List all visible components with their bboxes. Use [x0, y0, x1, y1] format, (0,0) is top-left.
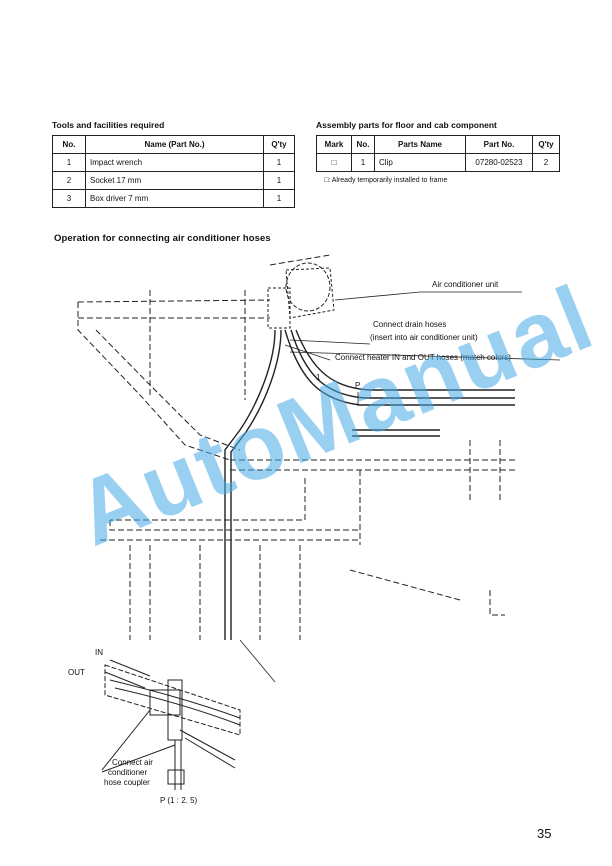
tools-table: No. Name (Part No.) Q'ty 1 Impact wrench…	[52, 135, 295, 208]
tools-cell-qty: 1	[263, 189, 295, 208]
callout-leaders	[239, 291, 561, 683]
assembly-table: Mark No. Parts Name Part No. Q'ty □ 1 Cl…	[316, 135, 560, 172]
assembly-cell-mark: □	[316, 153, 352, 172]
assembly-table-header-row: Mark No. Parts Name Part No. Q'ty	[316, 135, 560, 154]
assembly-table-title: Assembly parts for floor and cab compone…	[316, 120, 497, 130]
callout-p-mark: P	[355, 381, 361, 390]
callout-coupler-line1: Connect air	[112, 758, 153, 767]
tools-cell-qty: 1	[263, 171, 295, 190]
page-number: 35	[537, 826, 552, 841]
assembly-cell-qty: 2	[532, 153, 560, 172]
callout-coupler-line2: conditioner	[108, 768, 148, 777]
table-row: 3 Box driver 7 mm 1	[52, 189, 295, 208]
assembly-cell-partno: 07280-02523	[465, 153, 533, 172]
callout-out: OUT	[68, 668, 85, 677]
detail-view-p	[101, 659, 241, 790]
callout-coupler-line3: hose coupler	[104, 778, 150, 787]
frame-drawing	[77, 254, 515, 640]
tools-cell-name: Box driver 7 mm	[85, 189, 264, 208]
callout-in: IN	[95, 648, 103, 657]
air-conditioner-unit-drawing	[267, 262, 335, 329]
callout-num-1: 1	[316, 373, 321, 382]
table-row: □ 1 Clip 07280-02523 2	[316, 153, 560, 172]
tools-table-title: Tools and facilities required	[52, 120, 165, 130]
callout-drain-line2: (insert into air conditioner unit)	[370, 333, 478, 342]
callout-drain-line1: Connect drain hoses	[373, 320, 447, 329]
callout-air-conditioner-unit: Air conditioner unit	[432, 280, 499, 289]
operation-title: Operation for connecting air conditioner…	[54, 233, 271, 244]
assembly-note: □: Already temporarily installed to fram…	[324, 177, 448, 184]
callout-p-scale: P (1 : 2. 5)	[160, 796, 198, 805]
callout-heater: Connect heater IN and OUT hoses (match c…	[335, 353, 511, 362]
